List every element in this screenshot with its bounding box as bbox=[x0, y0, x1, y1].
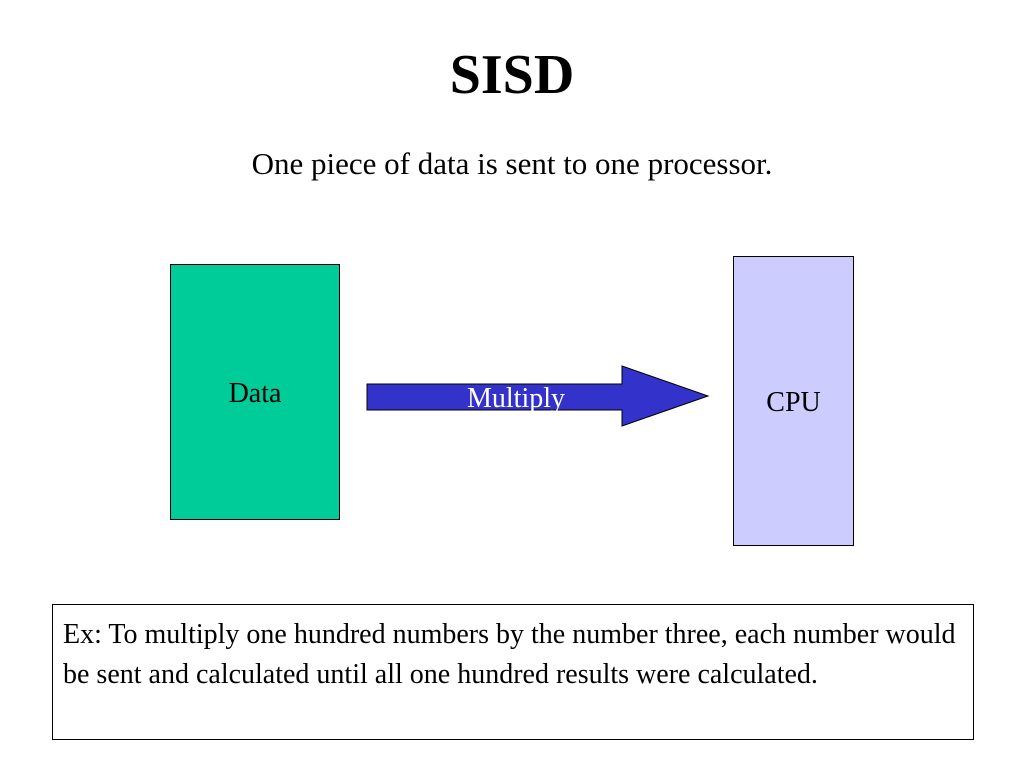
data-label: Data bbox=[228, 378, 282, 409]
arrow-label: Multiply bbox=[466, 383, 565, 414]
slide-title: SISD bbox=[449, 44, 575, 106]
multiply-arrow bbox=[366, 365, 710, 427]
arrow-shape bbox=[366, 365, 710, 427]
cpu-box: CPU bbox=[733, 256, 854, 546]
example-box: Ex: To multiply one hundred numbers by t… bbox=[52, 604, 974, 740]
data-box: Data bbox=[170, 264, 340, 520]
slide-subtitle: One piece of data is sent to one process… bbox=[251, 146, 773, 181]
cpu-label: CPU bbox=[766, 387, 821, 418]
example-text: Ex: To multiply one hundred numbers by t… bbox=[63, 619, 956, 690]
